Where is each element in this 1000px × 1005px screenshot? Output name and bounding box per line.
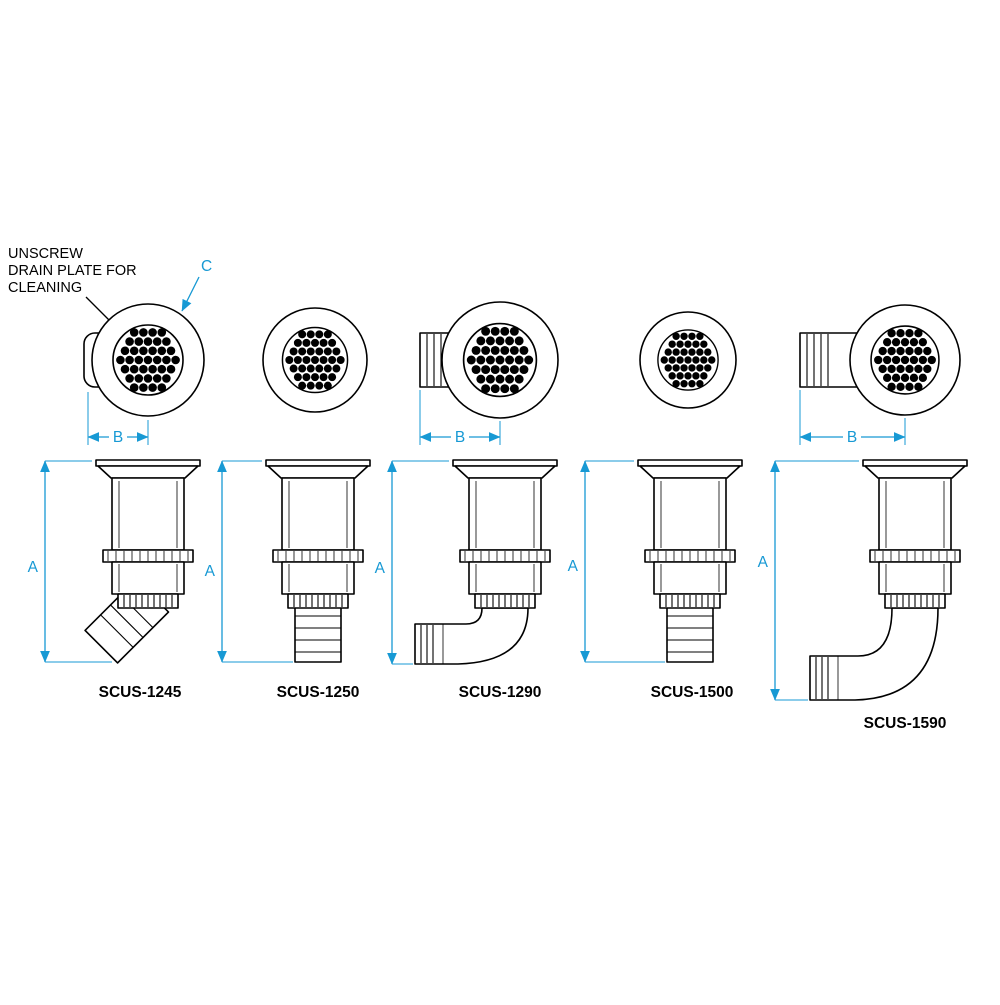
side-view-scus-1500	[637, 459, 743, 663]
part-label-scus-1250: SCUS-1250	[277, 684, 360, 701]
drain-plate	[657, 329, 719, 391]
drain-plate	[281, 326, 349, 394]
note-line-1: UNSCREW	[8, 246, 83, 262]
fitting-body	[452, 459, 558, 609]
side-view-scus-1250	[265, 459, 371, 663]
part-label-scus-1500: SCUS-1500	[651, 684, 734, 701]
outlet-straight-barb	[666, 603, 714, 663]
c-pointer-arrow-icon	[181, 276, 200, 312]
top-view-scus-1290	[419, 301, 559, 419]
dimension-a-scus-1245: A	[28, 460, 112, 663]
note-line-3: CLEANING	[8, 280, 82, 296]
part-label-scus-1590: SCUS-1590	[864, 715, 947, 732]
side-view-scus-1590	[809, 459, 968, 701]
label-a: A	[568, 558, 579, 575]
part-labels: SCUS-1245 SCUS-1250 SCUS-1290 SCUS-1500 …	[99, 684, 947, 732]
label-a: A	[758, 554, 769, 571]
label-a: A	[375, 560, 386, 577]
part-label-scus-1290: SCUS-1290	[459, 684, 542, 701]
dimension-label-c: C	[181, 258, 212, 312]
side-view-scus-1290	[414, 459, 558, 665]
label-a: A	[28, 559, 39, 576]
dimension-a-scus-1500: A	[568, 460, 665, 663]
outlet-90-barb	[809, 607, 939, 701]
dimension-b-scus-1290: B	[419, 390, 501, 446]
dimension-b-scus-1590: B	[799, 390, 906, 446]
outlet-straight-barb	[294, 603, 342, 663]
label-b: B	[113, 429, 123, 446]
note-line-2: DRAIN PLATE FOR	[8, 263, 137, 279]
fitting-body	[265, 459, 371, 609]
side-views	[84, 459, 968, 701]
dimension-a-scus-1250: A	[205, 460, 293, 663]
top-view-scus-1250	[262, 307, 368, 413]
drain-plate	[112, 324, 184, 396]
top-view-scus-1245	[83, 303, 205, 417]
label-b: B	[455, 429, 465, 446]
top-view-scus-1500	[639, 311, 737, 409]
part-label-scus-1245: SCUS-1245	[99, 684, 182, 701]
label-b: B	[847, 429, 857, 446]
dimension-b-scus-1245: B	[87, 392, 149, 446]
dimension-a-scus-1590: A	[758, 460, 859, 701]
dimension-a-scus-1290: A	[375, 460, 449, 665]
side-view-scus-1245	[84, 459, 201, 664]
drain-plate	[870, 325, 940, 395]
fitting-body	[95, 459, 201, 609]
label-a: A	[205, 563, 216, 580]
annotation-unscrew-note: UNSCREW DRAIN PLATE FOR CLEANING	[8, 246, 137, 337]
outlet-90-barb	[414, 607, 529, 665]
top-view-scus-1590	[799, 304, 961, 416]
fitting-body	[862, 459, 968, 609]
drain-plate	[462, 322, 538, 398]
top-views	[83, 301, 961, 419]
fitting-body	[637, 459, 743, 609]
label-c: C	[201, 258, 212, 275]
